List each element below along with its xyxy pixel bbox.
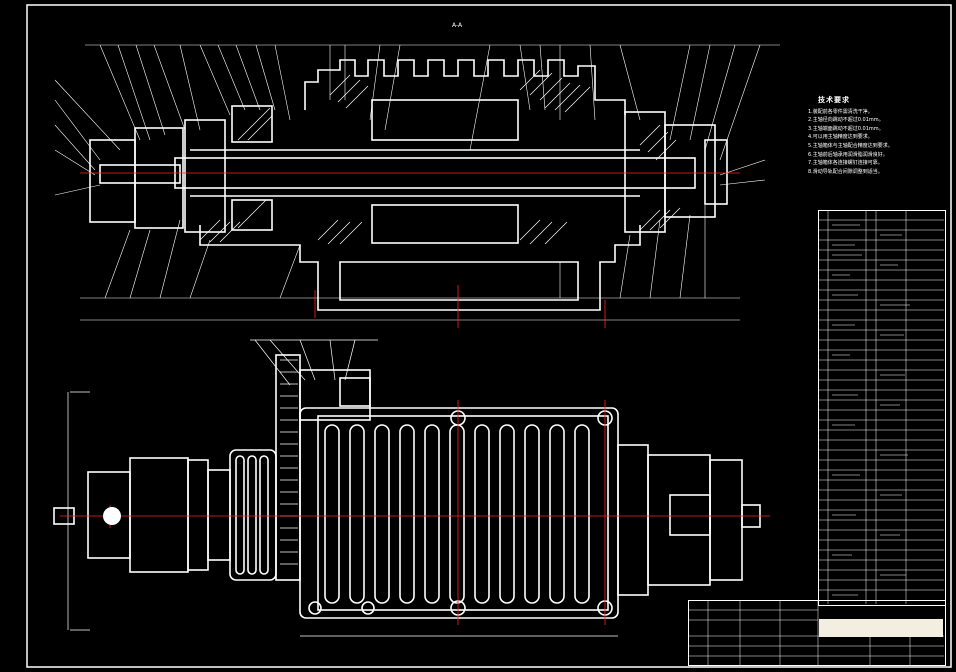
left-end-boss [103,507,121,525]
note-item: 4.可以用主轴精度达到要求。 [808,134,873,141]
centerlines-top [80,172,740,328]
note-item: 3.主轴端面跳动不超过0.01mm。 [808,125,884,132]
note-item: 7.主轴箱体各连接螺钉连接可靠。 [808,160,883,167]
plan-view-spindle [53,354,761,619]
drawing-name-field [819,619,943,637]
note-item: 1.装配前各零件需清洗干净。 [808,108,873,115]
bom-entries [832,224,910,596]
bom-grid [818,210,944,604]
parts-list-table [818,210,946,606]
section-label: A-A [452,22,463,29]
note-item: 2.主轴径向跳动不超过0.01mm。 [808,117,884,124]
note-item: 8.滑动导轨配合间隙调整到适当。 [808,168,883,175]
note-item: 5.主轴箱体与主轴配合精度达到要求。 [808,142,893,149]
technical-requirements: 技术要求 1.装配前各零件需清洗干净。 2.主轴径向跳动不超过0.01mm。 3… [808,96,948,176]
centerlines-bottom [60,400,770,625]
drawing-border [26,4,952,668]
rack-teeth [67,339,618,637]
leader-lines-top [54,44,780,321]
note-item: 6.主轴前后轴承用润滑脂润滑良好。 [808,151,888,158]
notes-title: 技术要求 [818,96,850,104]
section-view-spindle [89,59,728,311]
title-block [688,600,946,666]
